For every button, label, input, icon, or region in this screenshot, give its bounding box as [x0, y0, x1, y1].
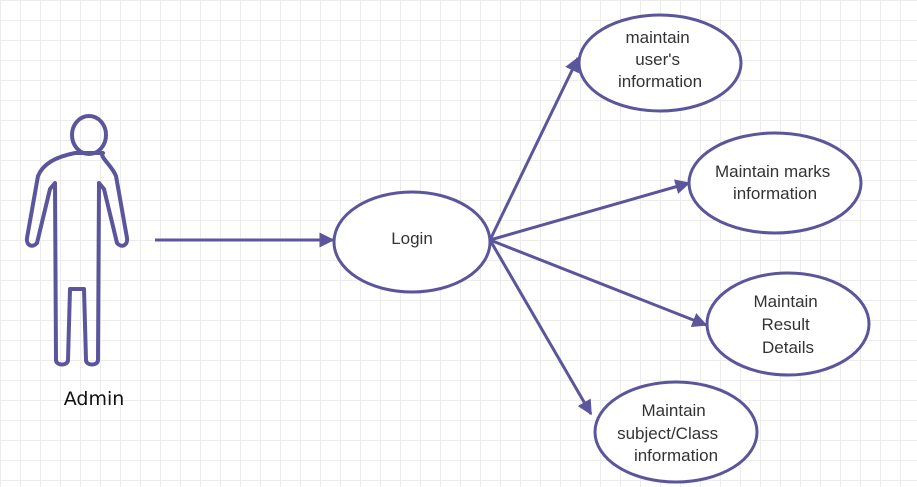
association-login-subject: [488, 239, 593, 416]
use-case-login-label: Login: [391, 229, 433, 248]
use-case-users-label: maintain user's information: [618, 28, 702, 91]
use-case-login: [332, 190, 492, 294]
use-case-users: [577, 13, 743, 113]
use-case-result-label: Maintain Result Details: [754, 292, 823, 357]
association-login-result: [489, 238, 708, 328]
use-case-subject-label: Maintain subject/Class information: [617, 401, 723, 465]
actor-label: Admin: [64, 388, 125, 410]
use-case-marks: [687, 131, 863, 235]
use-case-result: [705, 271, 871, 377]
actor-figure-icon: [24, 114, 130, 367]
use-case-subject: [593, 380, 759, 484]
association-login-users: [488, 56, 580, 241]
association-login-marks: [489, 179, 691, 242]
use-case-marks-label: Maintain marks information: [715, 162, 835, 203]
